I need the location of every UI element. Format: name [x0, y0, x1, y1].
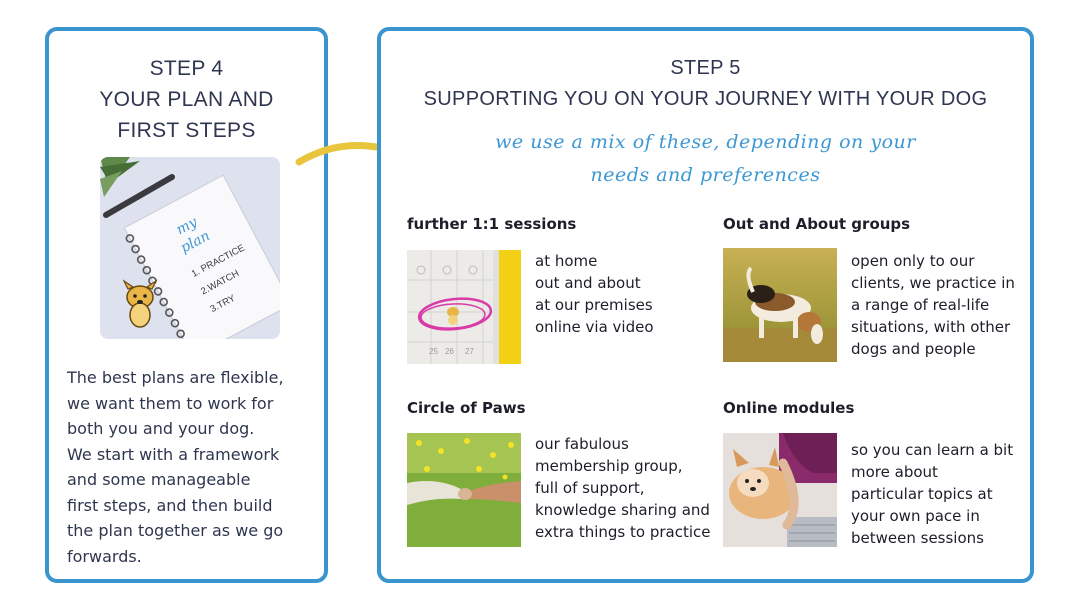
text-line: situations, with other: [851, 318, 1011, 336]
step4-body-line: first steps, and then build: [67, 495, 273, 515]
text-line: knowledge sharing and: [535, 501, 710, 519]
dog-laptop-photo: [723, 433, 837, 547]
step5-heading-line1: STEP 5: [670, 57, 741, 79]
text-line: our fabulous: [535, 435, 629, 453]
section-title-circle-of-paws: Circle of Paws: [407, 399, 526, 417]
text-line: more about: [851, 463, 938, 481]
section-title-one-to-one: further 1:1 sessions: [407, 215, 577, 233]
section-text-online-modules: so you can learn a bit more about partic…: [851, 439, 1013, 549]
calendar-number: 27: [465, 347, 474, 356]
step4-body-line: and some manageable: [67, 470, 251, 489]
step5-panel: STEP 5 SUPPORTING YOU ON YOUR JOURNEY WI…: [377, 27, 1034, 583]
beagle-photo: [723, 248, 837, 362]
section-text-out-and-about: open only to our clients, we practice in…: [851, 250, 1015, 360]
step4-heading-line2: YOUR PLAN AND: [99, 88, 274, 111]
text-line: so you can learn a bit: [851, 441, 1014, 459]
text-line: online via video: [535, 318, 654, 336]
my-plan-notebook-image: my plan 1. PRACTICE 2.WATCH 3.TRY: [100, 157, 280, 339]
text-line: open only to our: [851, 252, 975, 270]
step5-heading-line2: SUPPORTING YOU ON YOUR JOURNEY WITH YOUR…: [423, 88, 988, 110]
step5-subtitle-line2: needs and preferences: [590, 164, 821, 186]
step4-body-line: forwards.: [67, 546, 142, 566]
step5-subtitle: we use a mix of these, depending on your…: [421, 126, 990, 192]
text-line: dogs and people: [851, 340, 976, 358]
step4-description: The best plans are flexible, we want the…: [67, 365, 317, 569]
step4-panel: STEP 4 YOUR PLAN AND FIRST STEPS my: [45, 27, 328, 583]
text-line: particular topics at: [851, 485, 993, 503]
step4-body-line: the plan together as we go: [67, 521, 284, 540]
text-line: out and about: [535, 274, 641, 292]
text-line: your own pace in: [851, 507, 980, 525]
text-line: clients, we practice in: [851, 274, 1015, 292]
step5-heading: STEP 5 SUPPORTING YOU ON YOUR JOURNEY WI…: [381, 53, 1030, 115]
section-title-online-modules: Online modules: [723, 399, 855, 417]
step4-heading: STEP 4 YOUR PLAN AND FIRST STEPS: [49, 53, 324, 146]
section-text-one-to-one: at home out and about at our premises on…: [535, 250, 654, 338]
step4-body-line: The best plans are flexible,: [67, 368, 284, 387]
step4-heading-line1: STEP 4: [149, 57, 224, 80]
text-line: between sessions: [851, 529, 984, 547]
step4-body-line: We start with a framework: [67, 444, 280, 464]
text-line: full of support,: [535, 479, 645, 497]
text-line: at home: [535, 252, 598, 270]
step4-body-line: we want them to work for: [67, 393, 274, 413]
calendar-number: 25: [429, 347, 438, 356]
text-line: a range of real-life: [851, 296, 990, 314]
text-line: extra things to practice: [535, 523, 711, 541]
calendar-number: 26: [445, 347, 454, 356]
calendar-photo: 25 26 27: [407, 250, 521, 364]
section-title-out-and-about: Out and About groups: [723, 215, 911, 233]
step4-body-line: both you and your dog.: [67, 419, 255, 438]
step4-heading-line3: FIRST STEPS: [117, 119, 256, 142]
section-text-circle-of-paws: our fabulous membership group, full of s…: [535, 433, 711, 543]
text-line: membership group,: [535, 457, 683, 475]
text-line: at our premises: [535, 296, 653, 314]
step5-subtitle-line1: we use a mix of these, depending on your: [495, 131, 916, 153]
cartoon-dog-icon: [122, 279, 158, 328]
paw-handshake-photo: [407, 433, 521, 547]
